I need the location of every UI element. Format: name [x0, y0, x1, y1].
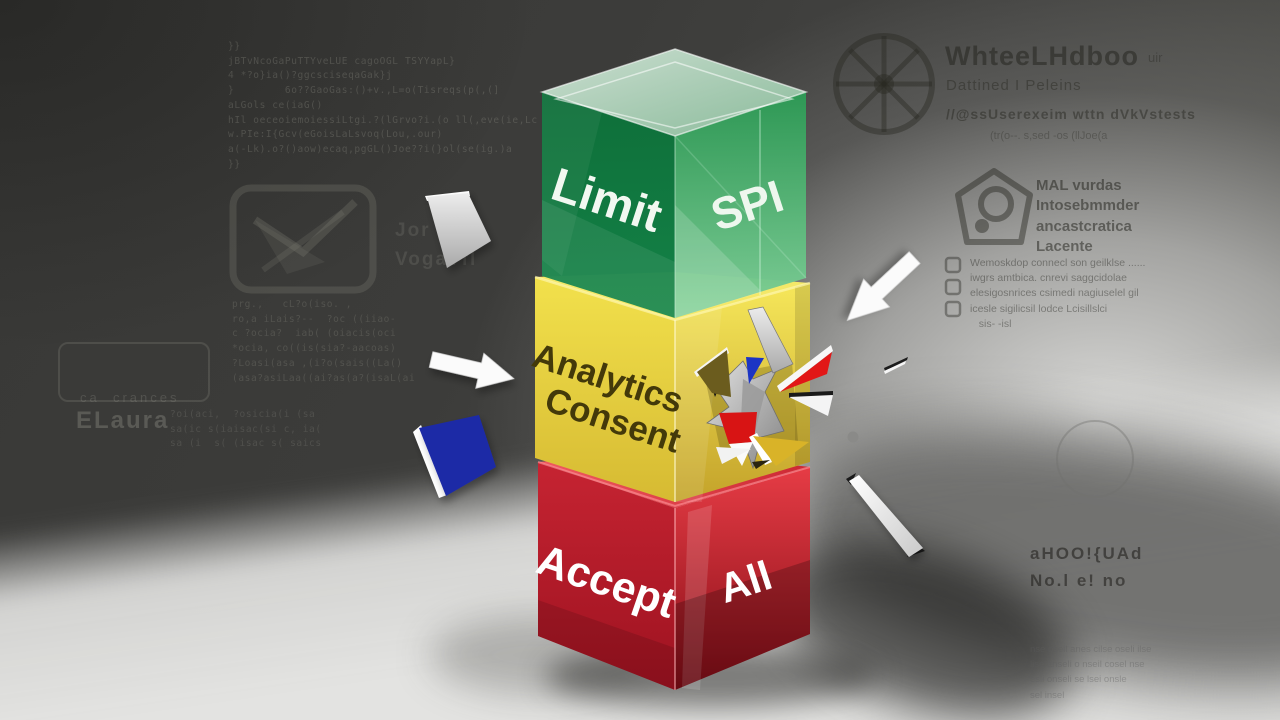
watermark-code-block-3: ?oi(aci, ?osicia(i (sa sa(ic s(iaisac(si…	[170, 409, 322, 450]
white-sliver-fragment	[849, 475, 923, 557]
gray-shard-top	[747, 306, 794, 374]
red-shard-bottom	[719, 412, 757, 444]
brand-watermark-title-suffix: uir	[1148, 50, 1163, 65]
blue-shard-floating	[419, 415, 496, 496]
red-shard-right	[780, 352, 832, 392]
elaura-watermark-box: ELaura	[58, 342, 210, 434]
arrow-right-icon	[428, 351, 515, 389]
brand-watermark-line4: (tr(o--. s,sed -os (llJoe(a	[990, 130, 1108, 142]
arrow-down-left-icon	[846, 251, 921, 322]
gold-shard-bottom	[753, 436, 809, 466]
watermark-code-block-1: }} jBTvNcoGaPuTTYveLUE cagoOGL TSYYapL} …	[228, 41, 538, 170]
wheel-logo-icon	[833, 33, 935, 135]
elaura-watermark-sub: ca crances	[80, 390, 180, 405]
badge-watermark-lines: MAL vurdas Intosebmmder ancastcratica La…	[1036, 177, 1140, 255]
list-watermark-block: Wemoskdop connecl son geilklse ...... iw…	[970, 257, 1146, 330]
floating-fragments	[413, 191, 925, 557]
blue-shard-burst	[746, 357, 764, 384]
list-square-icons	[944, 256, 962, 318]
gray-dot-fragment	[847, 431, 859, 443]
shatter-burst	[694, 306, 833, 470]
brand-watermark-title: WhteeLHdboo	[945, 41, 1139, 71]
badge-watermark-icon	[955, 168, 1033, 245]
brand-watermark-subtitle: Dattined I Peleins	[946, 77, 1082, 94]
faint-circle-watermark	[1056, 420, 1134, 498]
watermark-code-block-2: prg., cL?o(iso. , ro,a iLais?-- ?oc ((ii…	[232, 299, 416, 384]
dark-shard-left	[697, 350, 731, 397]
brand-watermark-line3: //@ssUserexeim wttn dVkVstests	[946, 106, 1196, 122]
gray-shard-floating	[427, 193, 491, 268]
elaura-watermark-title: ELaura	[76, 406, 170, 434]
floor-watermark-text: nse oseil anes cilse oseli ilse lise ans…	[1030, 644, 1152, 701]
cube-limit-spi	[539, 48, 809, 318]
shadow-watermark-text: aHOO!{UAd No.l e! no	[1030, 544, 1144, 591]
envelope-watermark-icon	[229, 184, 377, 294]
white-shard-right	[789, 395, 833, 416]
